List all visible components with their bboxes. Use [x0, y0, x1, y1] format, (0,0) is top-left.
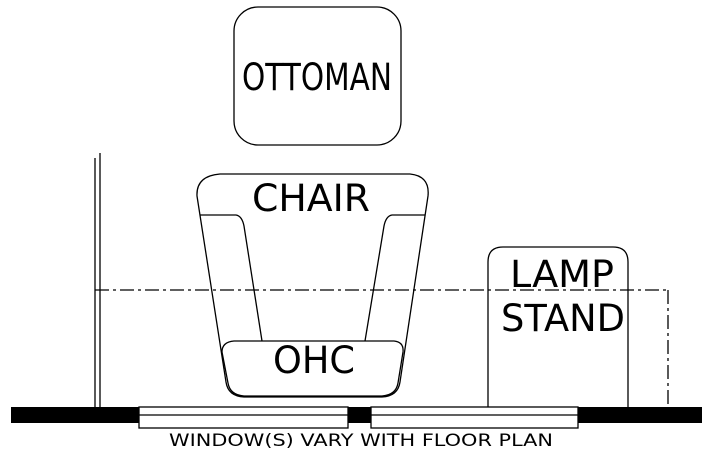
- ottoman-label: OTTOMAN: [242, 56, 392, 99]
- ottoman-outline: [233, 6, 402, 146]
- window-right-frame: [370, 406, 579, 429]
- reference-lines: [94, 153, 669, 407]
- chair-right-arm: [364, 214, 425, 342]
- wall-segment-right: [578, 407, 702, 423]
- chair-seat-cushion: [221, 340, 404, 397]
- window-wall: WINDOW(S) VARY WITH FLOOR PLAN: [11, 406, 702, 451]
- lamp-stand: LAMP STAND: [487, 246, 629, 407]
- wall-segment-middle: [348, 407, 371, 423]
- ohc-label: OHC: [273, 339, 355, 382]
- chair-left-arm: [200, 214, 263, 342]
- wall-segment-left: [11, 407, 139, 423]
- window-left-frame: [138, 406, 349, 429]
- ottoman: OTTOMAN: [233, 6, 402, 146]
- lamp-label-line2: STAND: [501, 297, 625, 340]
- chair-outline: [196, 173, 429, 398]
- chair-label: CHAIR: [252, 177, 370, 220]
- chair: CHAIR OHC: [196, 173, 429, 398]
- window-left: [138, 406, 349, 429]
- lamp-stand-outline: [487, 246, 629, 407]
- lamp-label-line1: LAMP: [510, 253, 614, 296]
- window-note: WINDOW(S) VARY WITH FLOOR PLAN: [169, 431, 553, 451]
- window-right: [370, 406, 579, 429]
